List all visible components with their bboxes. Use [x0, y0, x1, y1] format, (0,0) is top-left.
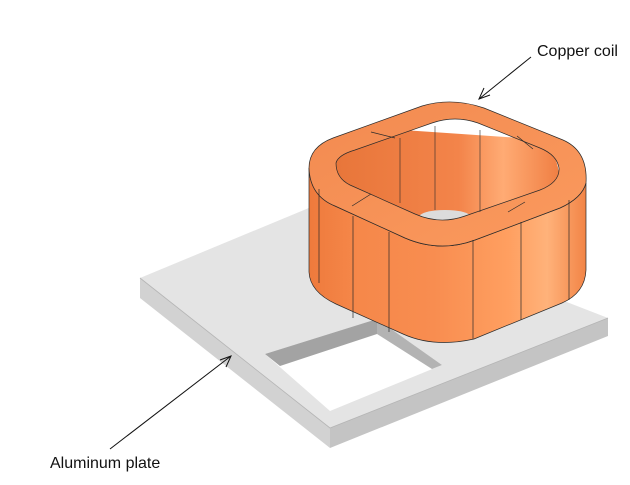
plate-front-face: [330, 318, 608, 448]
plate-hole-right-wall: [377, 319, 442, 369]
coil-inner-wall: [336, 128, 559, 218]
copper-coil: [308, 101, 587, 343]
plate-left-face: [140, 278, 330, 448]
aluminum-plate-arrow: [109, 355, 232, 450]
coil-top-rim: [308, 101, 587, 247]
plate-hole-back-wall: [265, 319, 377, 366]
copper-coil-arrow: [478, 56, 532, 100]
aluminum-plate-label: Aluminum plate: [50, 455, 161, 472]
copper-coil-label: Copper coil: [537, 43, 618, 60]
